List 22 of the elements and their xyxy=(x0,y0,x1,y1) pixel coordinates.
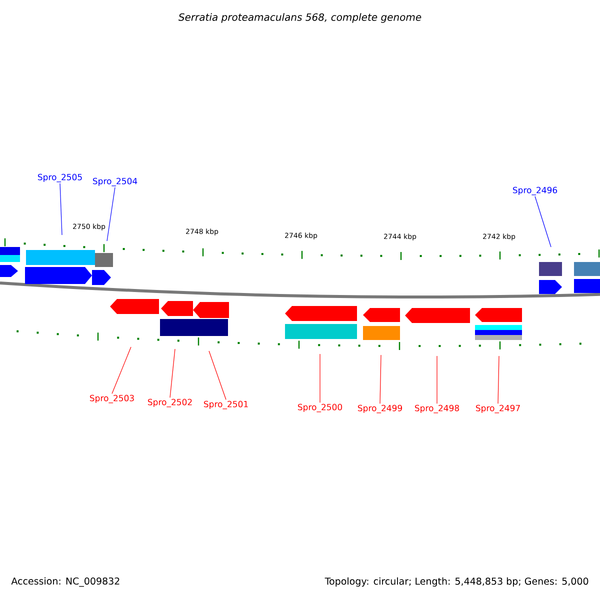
leader-line xyxy=(498,356,500,404)
leader-line xyxy=(106,187,116,242)
gene-label: Spro_2502 xyxy=(148,398,192,408)
leader-line xyxy=(170,348,176,398)
leader-line xyxy=(60,183,62,236)
gene-label: Spro_2496 xyxy=(512,186,558,196)
gene-label: Spro_2505 xyxy=(38,174,82,182)
footer-text: Topology: circular; Length: 5,448,853 bp; Genes: 5,000 xyxy=(324,577,588,587)
title: Serratia proteamaculans 568, complete genome xyxy=(178,13,422,23)
gene-label: Spro_2503 xyxy=(90,394,134,404)
gene-label: Spro_2498 xyxy=(414,404,460,414)
leader-line xyxy=(208,350,226,400)
leader-line xyxy=(112,346,132,394)
gene-label: Spro_2497 xyxy=(476,404,520,414)
gene-label: Spro_2501 xyxy=(204,400,248,410)
leader-line xyxy=(534,196,552,248)
gene-label: Spro_2500 xyxy=(298,404,342,412)
leader-line xyxy=(380,354,382,404)
gene-label: Spro_2504 xyxy=(92,178,138,186)
leader-line xyxy=(436,356,438,404)
gene-label: Spro_2499 xyxy=(358,404,402,414)
footer-text: Accession: NC_009832 xyxy=(11,577,120,587)
